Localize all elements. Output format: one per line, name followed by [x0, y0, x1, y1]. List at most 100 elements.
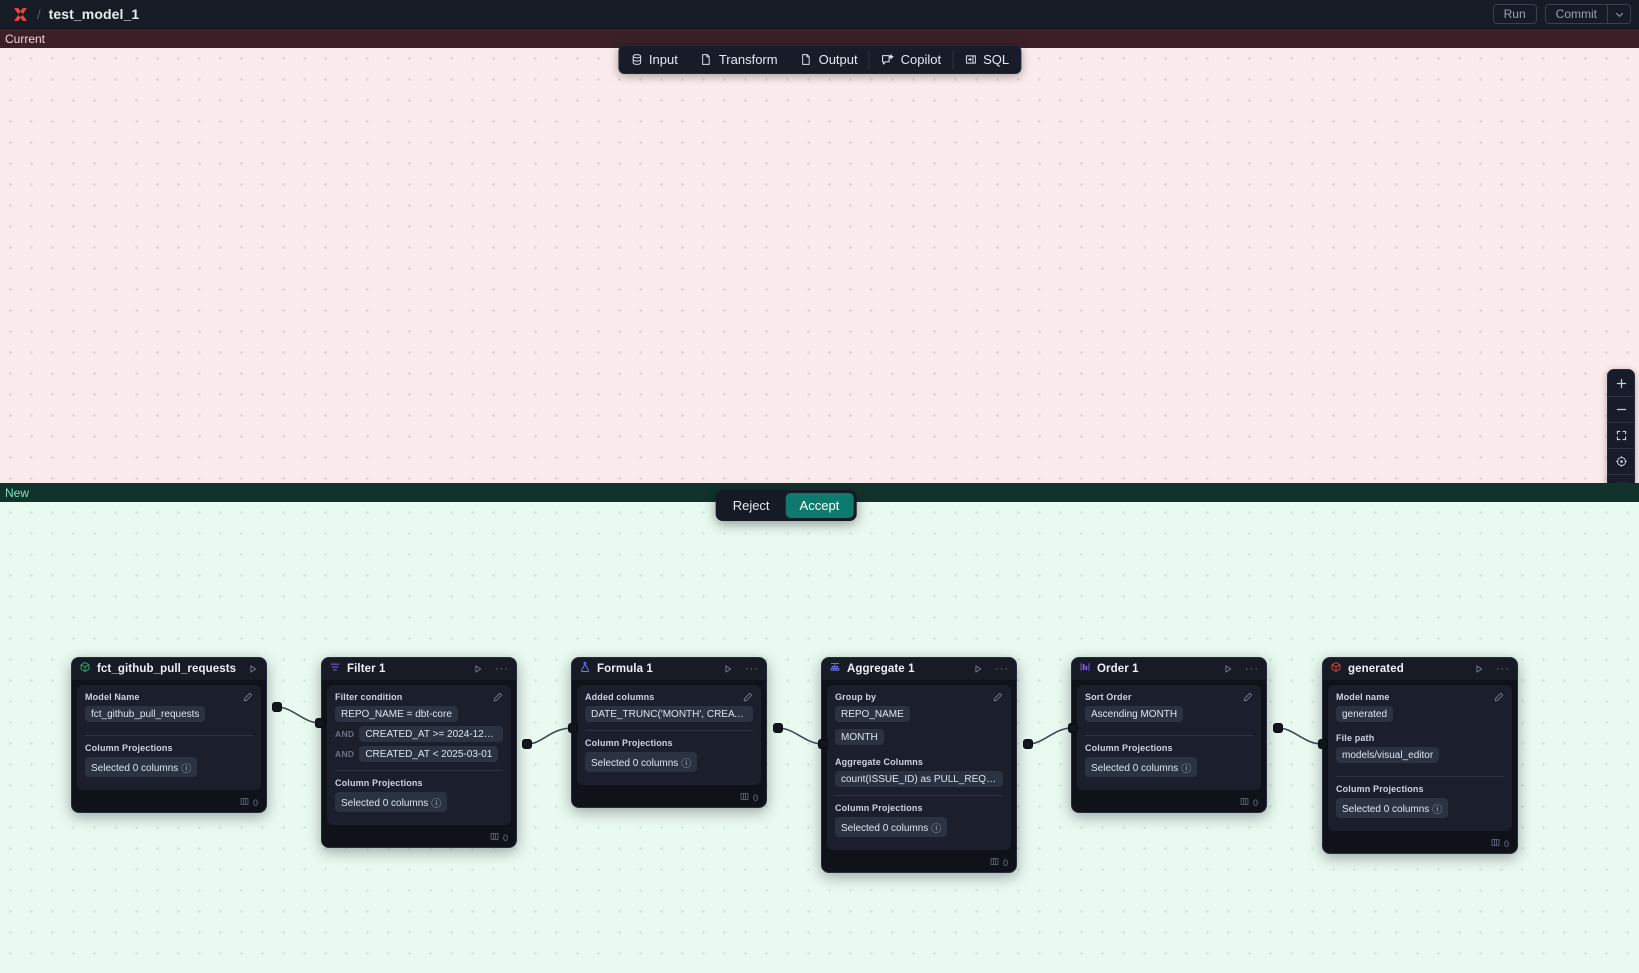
columns-icon	[240, 797, 249, 808]
node-aggregate-1[interactable]: Aggregate 1 ··· Group by REPO_NAME	[821, 657, 1017, 873]
field-value[interactable]: DATE_TRUNC('MONTH', CREATED_AT…	[585, 706, 753, 722]
node-title: fct_github_pull_requests	[97, 663, 237, 675]
pencil-icon[interactable]	[1494, 692, 1504, 702]
play-icon[interactable]	[723, 664, 733, 674]
tab-copilot-label: Copilot	[900, 52, 942, 67]
zoom-out-icon[interactable]	[1608, 396, 1634, 422]
pencil-icon[interactable]	[1243, 692, 1253, 702]
node-header[interactable]: Formula 1 ···	[572, 658, 766, 680]
canvas-current[interactable]	[0, 48, 1639, 483]
pencil-icon[interactable]	[993, 692, 1003, 702]
info-icon[interactable]: ⓘ	[181, 763, 192, 775]
ellipsis-icon[interactable]: ···	[1496, 663, 1510, 675]
cube-icon	[79, 660, 91, 678]
field-value[interactable]: fct_github_pull_requests	[85, 706, 206, 722]
info-icon[interactable]: ⓘ	[1432, 804, 1443, 816]
node-generated[interactable]: generated ··· Model name generated	[1322, 657, 1518, 854]
projections-label: Column Projections	[585, 738, 673, 748]
play-icon[interactable]	[973, 664, 983, 674]
commit-button-group[interactable]: Commit	[1544, 4, 1631, 24]
tab-output[interactable]: Output	[789, 46, 869, 73]
columns-count: 0	[502, 832, 508, 843]
tab-sql[interactable]: SQL	[953, 46, 1020, 73]
aggregate-value[interactable]: count(ISSUE_ID) as PULL_REQUEST_…	[835, 771, 1003, 787]
flask-icon	[579, 660, 591, 678]
columns-icon	[1240, 797, 1249, 808]
fit-screen-icon[interactable]	[1608, 422, 1634, 448]
columns-count: 0	[252, 797, 258, 808]
ellipsis-icon[interactable]: ···	[995, 663, 1009, 675]
play-icon[interactable]	[1474, 664, 1484, 674]
copilot-sparkle-icon	[881, 53, 895, 67]
condition-expression[interactable]: CREATED_AT < 2025-03-01	[359, 746, 499, 762]
node-filter-1[interactable]: Filter 1 ··· Filter condition	[321, 657, 517, 848]
tab-copilot[interactable]: Copilot	[870, 46, 952, 73]
field-label: Added columns	[585, 692, 655, 702]
node-body: Added columns DATE_TRUNC('MONTH', CREATE…	[577, 685, 761, 785]
reject-button[interactable]: Reject	[719, 493, 784, 518]
node-header[interactable]: fct_github_pull_requests ···	[72, 658, 266, 680]
condition-expression[interactable]: REPO_NAME = dbt-core	[335, 706, 458, 722]
zoom-in-icon[interactable]	[1608, 370, 1634, 396]
node-header[interactable]: Aggregate 1 ···	[822, 658, 1016, 680]
groupby-value[interactable]: MONTH	[835, 729, 884, 745]
tab-transform[interactable]: Transform	[689, 46, 789, 73]
ellipsis-icon[interactable]: ···	[495, 663, 509, 675]
field-value[interactable]: Ascending MONTH	[1085, 706, 1184, 722]
commit-button[interactable]: Commit	[1555, 7, 1597, 21]
tab-output-label: Output	[818, 52, 858, 67]
tab-input[interactable]: Input	[619, 46, 689, 73]
pane-current-label: Current	[0, 29, 1639, 48]
aggregate-label: Aggregate Columns	[835, 757, 924, 767]
edge-dot	[315, 718, 325, 728]
node-fct-github-pull-requests[interactable]: fct_github_pull_requests ··· Model Name …	[71, 657, 267, 813]
projections-label: Column Projections	[335, 778, 423, 788]
field-label: File path	[1336, 733, 1375, 743]
node-title: generated	[1348, 663, 1404, 675]
ellipsis-icon[interactable]: ···	[1245, 663, 1259, 675]
run-button[interactable]: Run	[1492, 4, 1537, 24]
section-aggregate-columns: Aggregate Columns count(ISSUE_ID) as PUL…	[835, 757, 1003, 787]
top-bar: / test_model_1 Run Commit	[0, 0, 1639, 29]
pencil-icon[interactable]	[243, 692, 253, 702]
info-icon[interactable]: ⓘ	[1181, 763, 1192, 775]
field-value[interactable]: models/visual_editor	[1336, 747, 1440, 763]
node-header[interactable]: Filter 1 ···	[322, 658, 516, 680]
chevron-down-icon[interactable]	[1608, 5, 1630, 23]
field-value[interactable]: generated	[1336, 706, 1394, 722]
canvas-new[interactable]: fct_github_pull_requests ··· Model Name …	[0, 502, 1639, 973]
node-header[interactable]: Order 1 ···	[1072, 658, 1266, 680]
node-header[interactable]: generated ···	[1323, 658, 1517, 680]
info-icon[interactable]: ⓘ	[681, 758, 692, 770]
pencil-icon[interactable]	[493, 692, 503, 702]
info-icon[interactable]: ⓘ	[431, 798, 442, 810]
recenter-icon[interactable]	[1608, 448, 1634, 474]
node-footer: 0	[1072, 795, 1266, 812]
node-formula-1[interactable]: Formula 1 ··· Added columns DATE_TRUNC('…	[571, 657, 767, 808]
node-footer: 0	[1323, 836, 1517, 853]
condition-expression[interactable]: CREATED_AT >= 2024-12-01	[359, 726, 503, 742]
pencil-icon[interactable]	[743, 692, 753, 702]
play-icon[interactable]	[248, 664, 258, 674]
paradime-x-logo[interactable]	[12, 6, 29, 23]
play-icon[interactable]	[1223, 664, 1233, 674]
node-order-1[interactable]: Order 1 ··· Sort Order Ascending MONTH	[1071, 657, 1267, 813]
play-icon[interactable]	[473, 664, 483, 674]
columns-icon	[1491, 838, 1500, 849]
field-model-name: Model Name	[85, 692, 253, 702]
grid-icon[interactable]	[1608, 474, 1634, 483]
accept-button[interactable]: Accept	[785, 493, 854, 518]
groupby-value[interactable]: REPO_NAME	[835, 706, 910, 722]
ellipsis-icon[interactable]: ···	[745, 663, 759, 675]
info-icon[interactable]: ⓘ	[931, 823, 942, 835]
